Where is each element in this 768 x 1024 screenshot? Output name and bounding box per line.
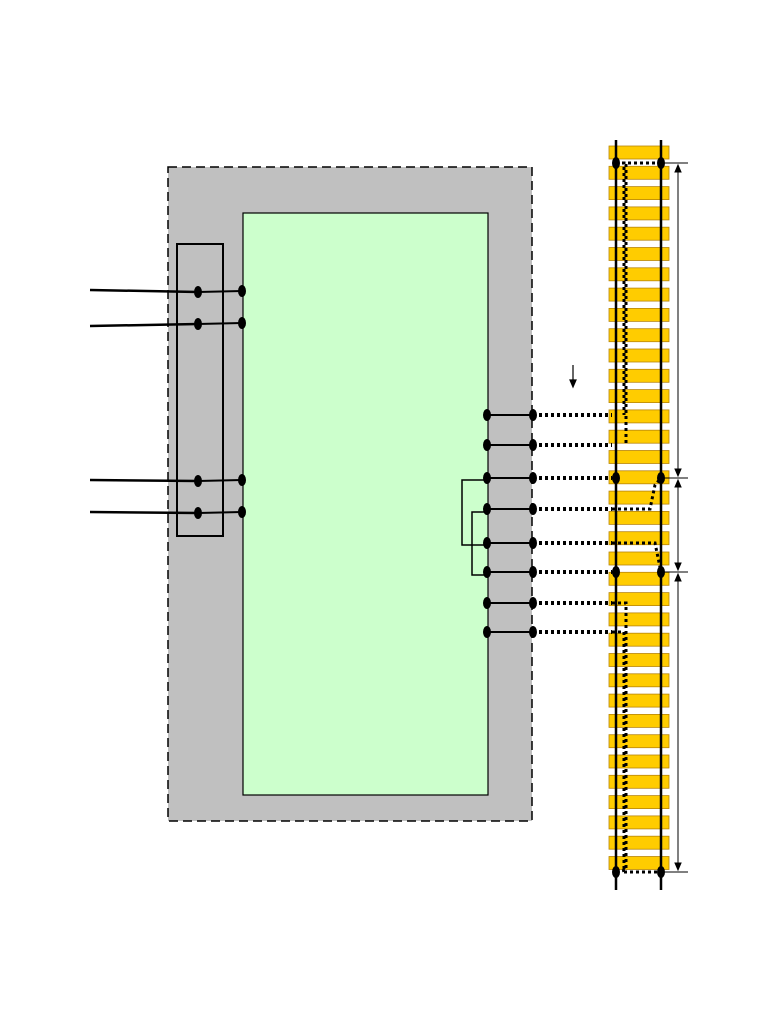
terminal-dot [238,317,246,329]
track-sleeper [608,693,670,708]
input-wire-2 [89,322,199,328]
track-sleeper [608,490,670,505]
terminal-dot [483,409,491,421]
terminal-dot [194,475,202,487]
block-wire-3 [197,479,243,482]
joint-dot [612,866,620,878]
track-sleeper [608,389,670,404]
arrowhead [674,468,682,478]
input-wire-4 [89,510,199,515]
track-sleeper [608,835,670,850]
track-sleeper [608,531,670,546]
joint-dot [612,472,620,484]
dimension-markers [662,162,688,873]
terminal-dot [238,474,246,486]
block-wire-2 [197,322,243,325]
terminal-dot [483,537,491,549]
internal-jumpers [461,479,487,576]
track-sleeper [608,551,670,566]
jumper-link-1 [461,479,487,546]
terminal-dot [483,566,491,578]
terminal-dot [194,318,202,330]
input-wire-3 [89,478,199,483]
terminal-dot [483,503,491,515]
arrowhead [674,862,682,872]
terminal-dot [483,597,491,609]
arrowhead [674,562,682,572]
track-sleeper [608,571,670,586]
device-panel [242,212,489,796]
track-sleeper [608,632,670,647]
track-sleeper [608,470,670,485]
track-sleeper [608,186,670,201]
terminal-dot [483,626,491,638]
run-cable-bottom-1 [612,601,628,874]
joint-dot [657,157,665,169]
joint-dot [612,157,620,169]
track-sleeper [608,287,670,302]
track-sleeper [608,145,670,160]
joint-dot [657,566,665,578]
track-sleeper [608,348,670,363]
left-input-wires [89,288,243,515]
left-terminal-block [176,243,224,537]
input-wire-1 [89,288,199,294]
jumper-link-2 [471,511,487,576]
down-arrow-icon [569,365,577,389]
terminal-dot [483,439,491,451]
joint-dot [612,566,620,578]
run-cable-bottom-2 [612,630,661,874]
terminal-dot [194,507,202,519]
track-sleeper [608,450,670,464]
joint-dot [657,472,665,484]
terminal-dot [238,506,246,518]
rail-joints [612,157,665,878]
track-feed-cables [533,413,612,634]
left-terminals [194,285,246,519]
run-cable-mid-3 [612,541,663,573]
terminal-dot [483,472,491,484]
joint-dot [657,866,665,878]
block-wire-4 [197,511,243,514]
track-sleeper [608,795,670,809]
arrowhead [674,478,682,488]
track-rails [614,140,663,890]
track-sleeper [608,429,670,444]
track-sleeper [608,612,670,627]
track-sleeper [608,673,670,688]
terminal-dot [194,286,202,298]
track-sleeper [608,226,670,241]
arrowhead [674,163,682,173]
arrowhead [674,572,682,582]
right-terminal-wires [487,414,533,633]
track-sleeper [608,734,670,749]
track-sleeper [608,510,670,525]
run-cable-top-2 [624,161,661,445]
block-wire-1 [197,290,243,293]
terminal-dot [238,285,246,297]
